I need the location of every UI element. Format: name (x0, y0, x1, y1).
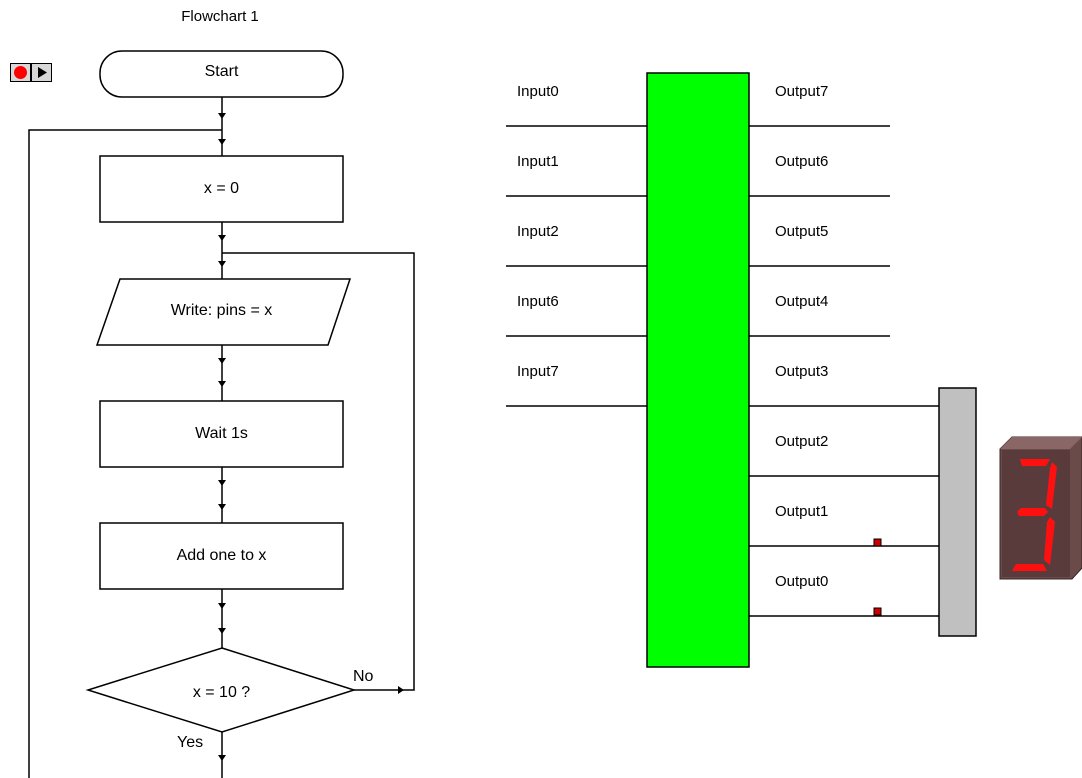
arrow-marker (218, 358, 226, 364)
arrow-marker (218, 381, 226, 387)
init-label: x = 0 (203, 180, 240, 197)
write-label: Write: pins = x (170, 302, 273, 319)
wait-label: Wait 1s (195, 425, 248, 442)
digit-3-segments (1012, 459, 1057, 571)
no-edge-label: No (353, 668, 374, 685)
output0-indicator (873, 607, 882, 616)
output-label: Output4 (775, 293, 829, 310)
display-connector[interactable] (938, 387, 977, 637)
flowchart-title: Flowchart 1 (181, 8, 259, 25)
add-process-node[interactable] (99, 522, 344, 590)
no-branch-connector (222, 252, 415, 691)
output-label: Output6 (775, 153, 829, 170)
decision-label: x = 10 ? (192, 684, 251, 701)
arrow-marker (218, 113, 226, 119)
input-label: Input1 (517, 153, 559, 170)
arrow-marker (218, 755, 226, 761)
write-io-node[interactable] (95, 278, 352, 346)
arrow-marker (218, 235, 226, 241)
output-label: Output2 (775, 433, 829, 450)
output1-indicator (873, 538, 882, 547)
record-icon (14, 66, 27, 79)
record-button[interactable] (10, 63, 31, 82)
loop-back-connector (28, 129, 222, 778)
arrow-marker (398, 686, 404, 694)
arrow-marker (218, 603, 226, 609)
add-label: Add one to x (176, 547, 267, 564)
yes-edge-label: Yes (177, 734, 204, 751)
input-label: Input7 (517, 363, 559, 380)
init-process-node[interactable] (99, 155, 344, 223)
input-label: Input2 (517, 223, 559, 240)
wait-process-node[interactable] (99, 400, 344, 468)
arrow-marker (218, 261, 226, 267)
chip-body[interactable] (646, 72, 750, 668)
output-label: Output5 (775, 223, 829, 240)
seven-segment-display[interactable] (999, 436, 1082, 580)
input-label: Input0 (517, 83, 559, 100)
start-label: Start (204, 63, 239, 80)
arrow-marker (218, 504, 226, 510)
arrow-marker (218, 480, 226, 486)
input-label: Input6 (517, 293, 559, 310)
play-icon (38, 67, 47, 78)
play-button[interactable] (31, 63, 52, 82)
output-label: Output0 (775, 573, 829, 590)
arrow-marker (218, 139, 226, 145)
output-label: Output1 (775, 503, 829, 520)
output-label: Output3 (775, 363, 829, 380)
output-label: Output7 (775, 83, 829, 100)
arrow-marker (218, 628, 226, 634)
